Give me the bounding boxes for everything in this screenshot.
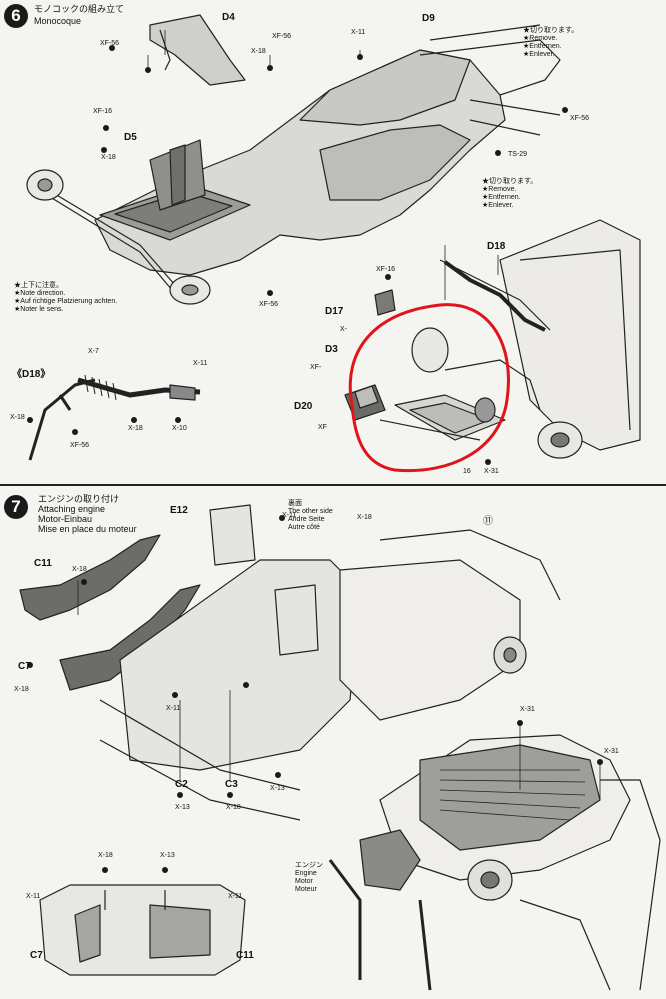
part-c11-a: C11 <box>34 558 52 569</box>
step-number-6: 6 <box>4 4 28 28</box>
screw-x7: X-7 <box>88 348 99 355</box>
screw7-x11-a: X-11 <box>282 512 297 519</box>
screw-xf56-d: XF-56 <box>259 301 279 308</box>
highlight-circle <box>348 303 510 473</box>
part-d18: D18 <box>487 241 506 252</box>
screw-x18-b: X-18 <box>101 154 116 161</box>
screw-x11-b: X-11 <box>193 360 208 367</box>
screw-xf16-a: XF-16 <box>93 108 113 115</box>
screw7-x18-b: X-18 <box>72 566 87 573</box>
screw-ts29: TS-29 <box>508 151 528 158</box>
screw-xf56-a: XF-56 <box>100 40 120 47</box>
detail-d18: 《D18》 <box>12 369 51 380</box>
step-number-7: 7 <box>4 495 28 519</box>
part-d17: D17 <box>325 306 344 317</box>
part-e12: E12 <box>170 505 188 516</box>
screw-x31: X-31 <box>484 468 499 475</box>
part-d9: D9 <box>422 13 435 24</box>
remove-note-2: ★切り取ります。 ★Remove. ★Entfernen. ★Enlever. <box>482 178 538 209</box>
step6-title-en: Monocoque <box>34 16 82 26</box>
part-c2: C2 <box>175 779 188 790</box>
screw7-x13-a: X-13 <box>175 804 190 811</box>
direction-note: ★上下に注意。 ★Note direction. ★Auf richtige P… <box>14 282 118 313</box>
screw7-x18-c: X-18 <box>14 686 29 693</box>
part-d5: D5 <box>124 132 137 143</box>
screw7-x18-a: X-18 <box>357 514 372 521</box>
part-c11-b: C11 <box>236 950 254 961</box>
screw7-symbol: ⑪ <box>483 516 493 527</box>
part-d20: D20 <box>294 401 313 412</box>
screw-xf56-b: XF-56 <box>272 33 292 40</box>
screw-x-partial: X- <box>340 326 347 333</box>
screw7-x13-c: X-13 <box>160 852 175 859</box>
step7-title-block: エンジンの取り付け Attaching engine Motor-Einbau … <box>38 494 137 534</box>
screw-16: 16 <box>463 468 471 475</box>
remove-note-1: ★切り取ります。 ★Remove. ★Entfernen. ★Enlever. <box>523 27 579 58</box>
section-divider <box>0 484 666 486</box>
screw-xf16-b: XF-16 <box>376 266 396 273</box>
screw7-x18-d: X-18 <box>226 804 241 811</box>
screw-xf56-c: XF-56 <box>570 115 590 122</box>
part-c7-b: C7 <box>30 950 43 961</box>
screw-xf-partial-b: XF <box>318 424 327 431</box>
part-d4: D4 <box>222 12 235 23</box>
part-c7-a: C7 <box>18 661 31 672</box>
part-d3: D3 <box>325 344 338 355</box>
screw7-x18-e: X-18 <box>98 852 113 859</box>
screw-xf-partial-a: XF- <box>310 364 322 371</box>
step6-title-jp: モノコックの組み立て <box>34 4 125 14</box>
engine-label: エンジン Engine Motor Moteur <box>295 862 323 893</box>
screw-x11-a: X-11 <box>351 29 366 36</box>
screw7-x11-d: X-11 <box>228 893 243 900</box>
screw-x18-d: X-18 <box>128 425 143 432</box>
screw-x18-a: X-18 <box>251 48 266 55</box>
screw-xf56-e: XF-56 <box>70 442 90 449</box>
screw-x18-c: X-18 <box>10 414 25 421</box>
screw7-x11-b: X-11 <box>166 705 181 712</box>
part-c3: C3 <box>225 779 238 790</box>
screw7-x31-b: X-31 <box>604 748 619 755</box>
screw7-x31-a: X-31 <box>520 706 535 713</box>
screw-x10: X-10 <box>172 425 187 432</box>
other-side-note: 裏面 The other side Andre Seite Autre côté <box>288 500 333 531</box>
screw7-x11-c: X-11 <box>26 893 41 900</box>
screw7-x13-b: X-13 <box>270 785 285 792</box>
